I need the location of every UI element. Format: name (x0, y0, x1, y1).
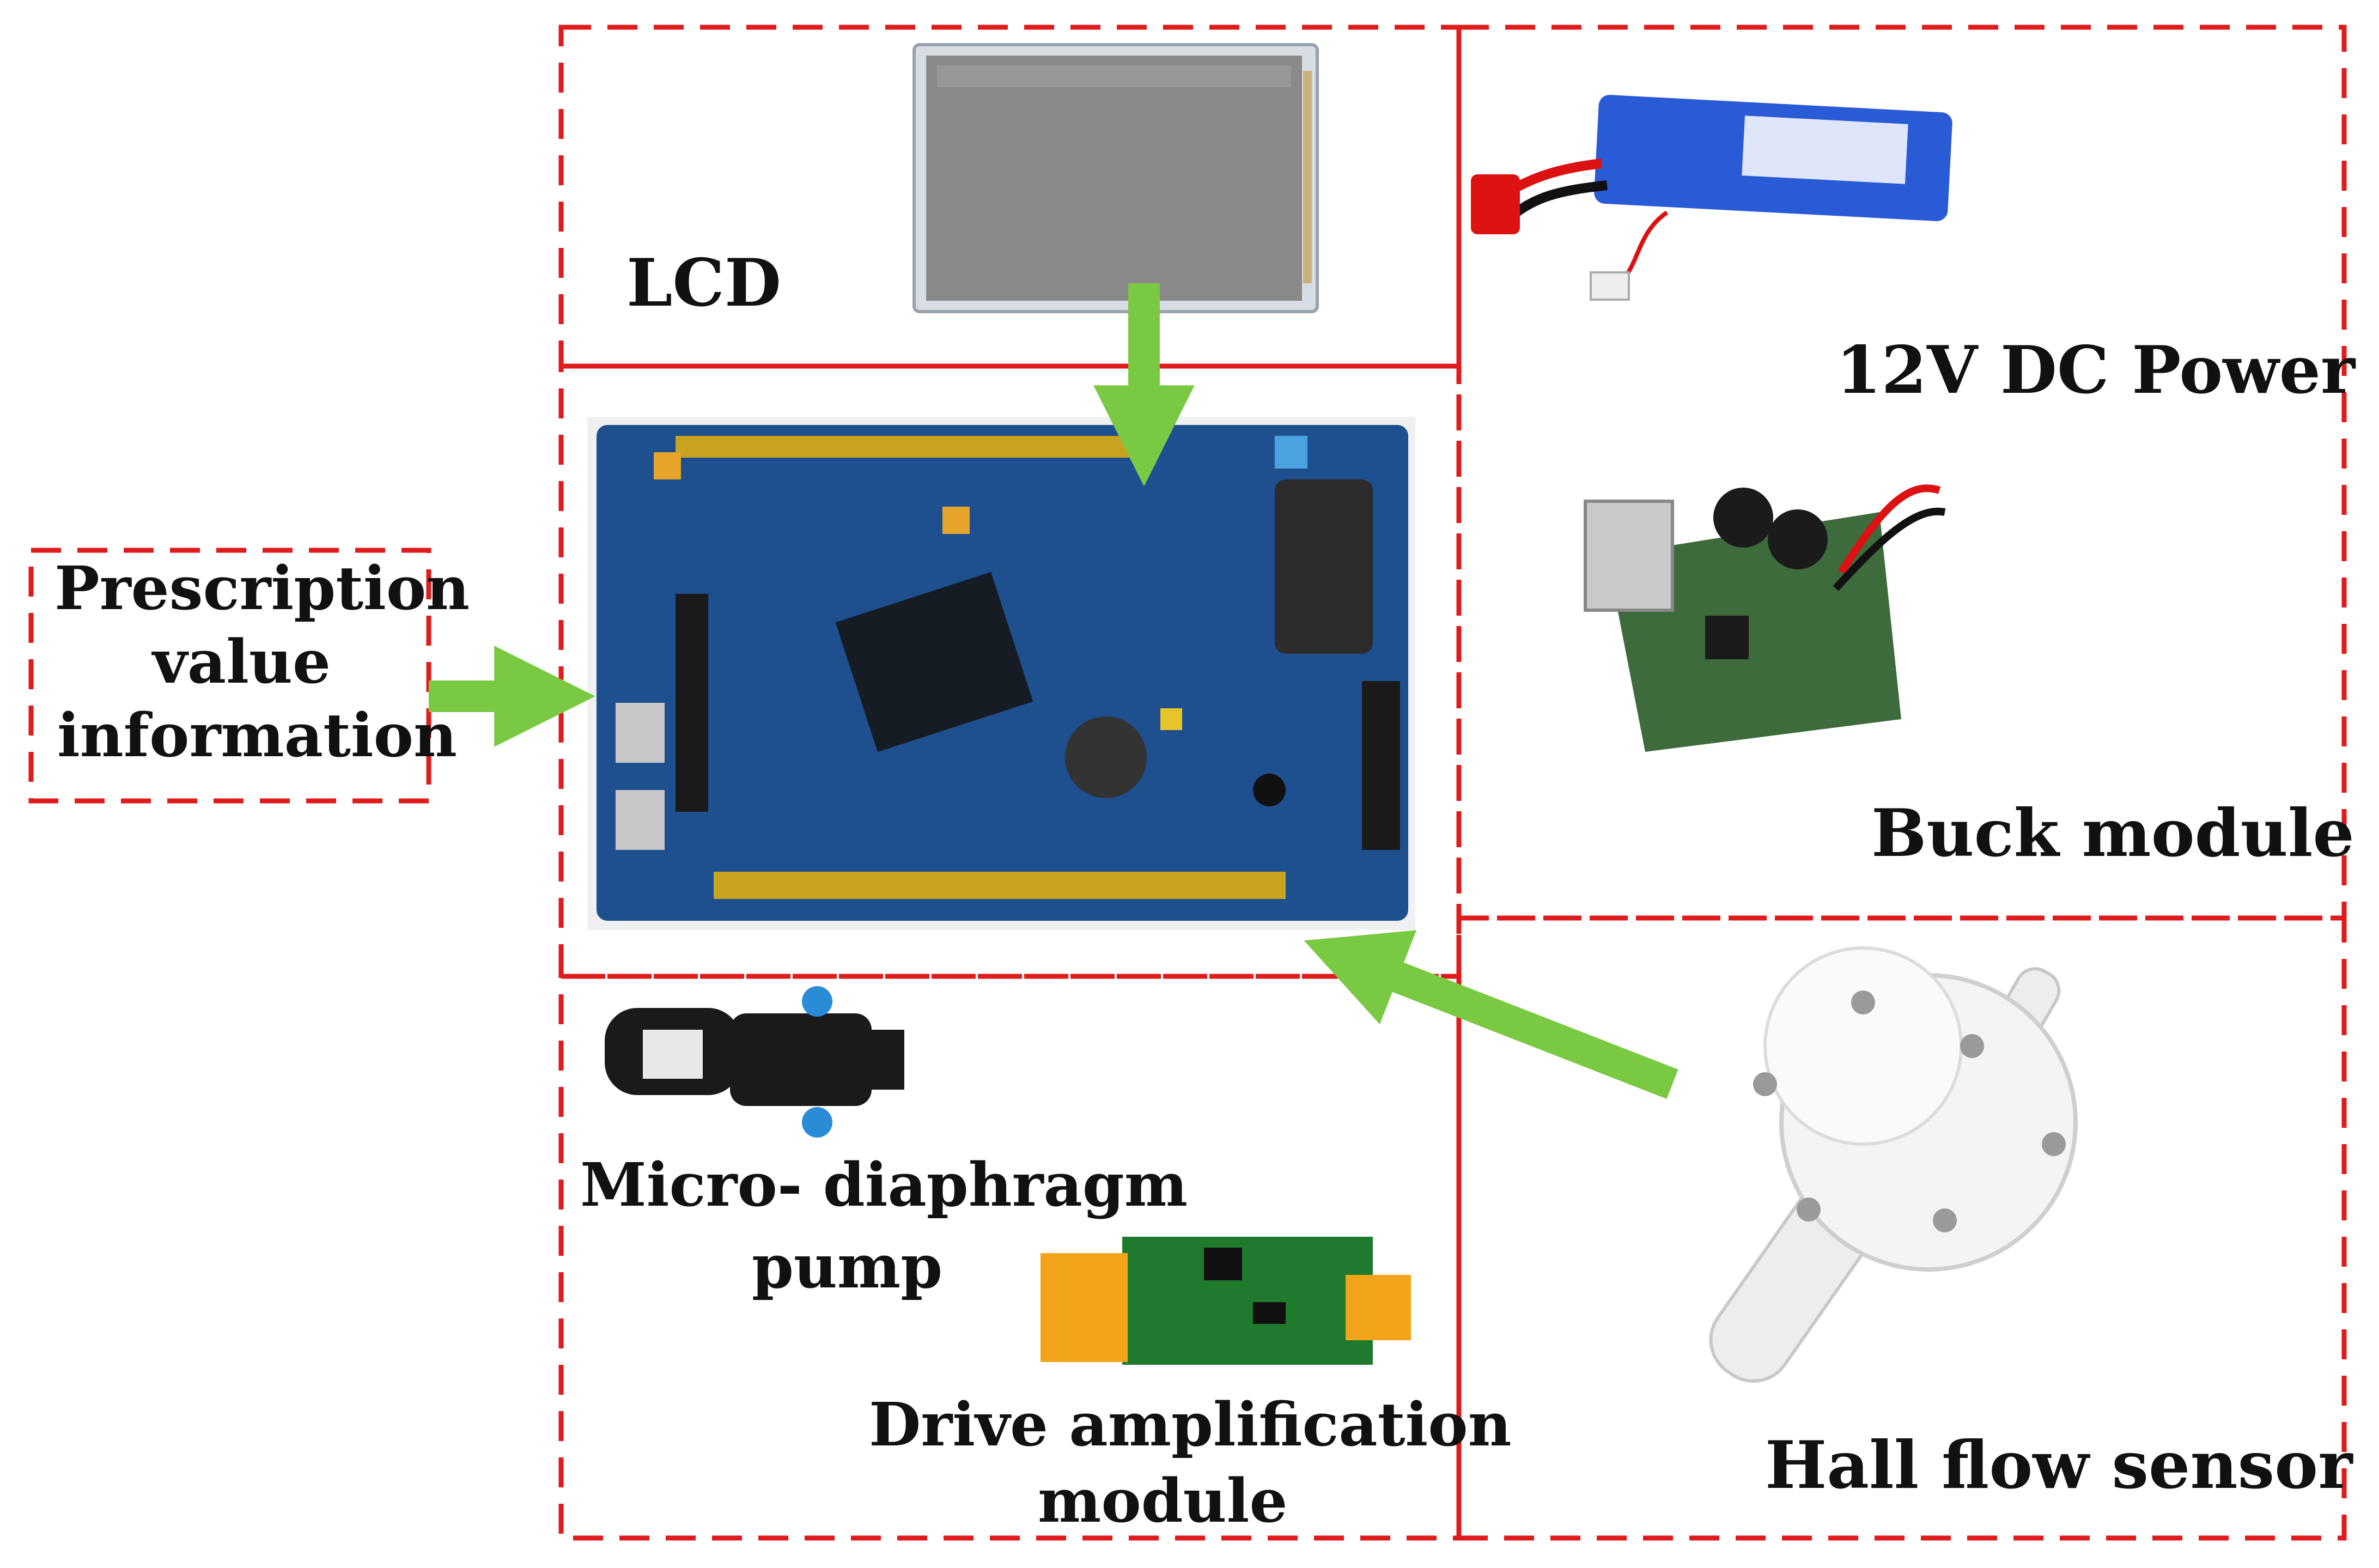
pump-label-line2: pump (752, 1231, 943, 1302)
drive-label-line2: module (1038, 1466, 1288, 1536)
lcd-image (912, 43, 1319, 313)
mcu-board-image (587, 417, 1415, 930)
buck-label: Buck module (1871, 795, 2354, 872)
hall-sensor-image (1709, 946, 2078, 1383)
power-label: 12V DC Power (1836, 332, 2356, 409)
power-region (1456, 25, 2347, 921)
lcd-label: LCD (626, 245, 781, 321)
prescription-label-line2: value (153, 627, 331, 697)
drive-module-image (1041, 1237, 1411, 1365)
sensor-region (1456, 915, 2347, 1541)
pump-region (558, 974, 1462, 1541)
region-borders (28, 25, 2347, 1541)
drive-label-line1: Drive amplification (869, 1389, 1512, 1460)
pump-label-line1: Micro- diaphragm (580, 1150, 1188, 1220)
flow-arrows (429, 283, 1678, 1099)
arrow-sensor-to-mcu (1304, 930, 1678, 1099)
pump-image (605, 986, 904, 1138)
prescription-label-line1: Prescription (54, 553, 470, 623)
prescription-region (28, 548, 431, 804)
buck-module-image (1584, 484, 1946, 752)
battery-image (1471, 95, 1952, 301)
hall-sensor-label: Hall flow sensor (1765, 1427, 2353, 1504)
prescription-label-line3: information (57, 700, 458, 770)
